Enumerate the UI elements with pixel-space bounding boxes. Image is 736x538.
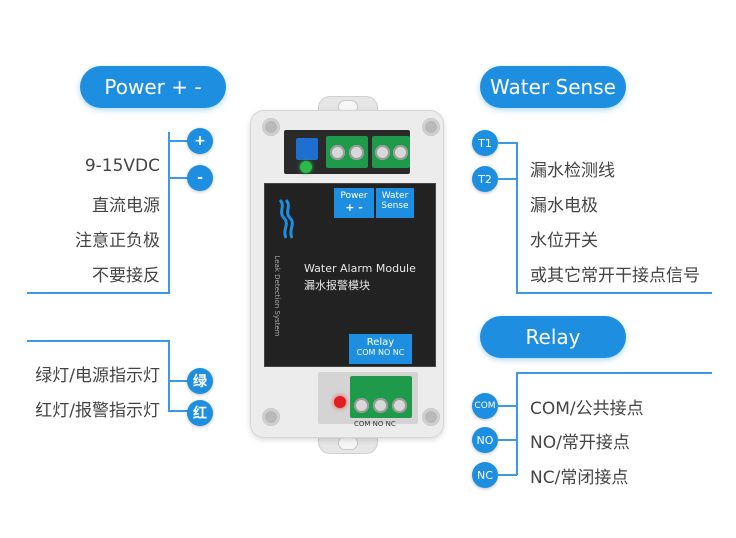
water-connector-t2 [497,178,517,180]
water-line-3: 水位开关 [530,231,598,251]
screw-top-right [422,118,440,136]
t2-badge: T2 [472,166,498,192]
no-badge: NO [472,427,498,453]
relay-com-text: COM/公共接点 [530,399,644,419]
power-connector-bottom [27,292,170,294]
minus-terminal-badge: - [187,165,213,191]
power-connector-minus [168,177,188,179]
vertical-system-text: Leak Detection System [273,255,281,337]
bottom-terminal-labels: COM NO NC [354,420,396,428]
plus-terminal-badge: + [187,128,213,154]
indicator-connector-vertical [168,340,170,410]
red-led-badge: 红 [187,400,213,426]
screw-bottom-left [262,408,280,426]
sense-terminal-screw-2 [393,145,408,160]
water-line-1: 漏水检测线 [530,161,615,181]
sense-terminal-screw-1 [375,145,390,160]
power-line-1: 9-15VDC [84,156,160,176]
water-sense-callout: Water Sense [480,66,626,108]
relay-terminal-screw-com [354,398,369,413]
red-led-text: 红灯/报警指示灯 [35,401,160,421]
indicator-connector-green [168,380,188,382]
device-bottom-hole [338,436,358,450]
t1-badge: T1 [472,130,498,156]
water-line-4: 或其它常开干接点信号 [530,266,700,286]
water-wave-icon [278,198,294,239]
power-terminal-screw-1 [330,145,345,160]
water-connector-t1 [497,142,517,144]
power-line-3: 注意正负极 [75,231,160,251]
water-sense-callout-label: Water Sense [490,75,616,99]
green-led [300,161,312,173]
indicator-connector-red [168,410,188,412]
water-connector-vertical [516,142,518,293]
power-connector-vertical [168,132,170,293]
relay-nc-text: NC/常闭接点 [530,468,629,488]
module-name-cn: 漏水报警模块 [304,279,370,292]
green-led-text: 绿灯/电源指示灯 [35,366,160,386]
power-line-4: 不要接反 [92,266,160,286]
relay-terminal-screw-no [373,398,388,413]
power-terminal-screw-2 [349,145,364,160]
power-line-2: 直流电源 [92,196,160,216]
com-badge: COM [472,393,498,419]
relay-connector-nc [497,474,517,476]
power-callout: Power + - [80,66,226,108]
nc-badge: NC [472,462,498,488]
power-connector-plus [168,140,188,142]
relay-connector-com [497,405,517,407]
red-led [334,396,346,408]
power-label-box: Power + - [334,188,374,218]
relay-connector-top [516,372,712,374]
water-line-2: 漏水电极 [530,196,598,216]
water-sense-label-box: Water Sense [376,188,414,218]
screw-top-left [262,118,280,136]
power-callout-label: Power + - [104,75,202,99]
relay-no-text: NO/常开接点 [530,433,630,453]
module-name-en: Water Alarm Module [304,262,416,275]
screw-bottom-right [422,408,440,426]
water-connector-bottom [516,292,712,294]
relay-callout: Relay [480,316,626,358]
relay-terminal-screw-nc [392,398,407,413]
dip-switch [296,138,318,160]
relay-connector-vertical [516,372,518,475]
relay-label-box: Relay COM NO NC [349,334,412,364]
green-led-badge: 绿 [187,368,213,394]
relay-connector-no [497,439,517,441]
indicator-connector-top [27,340,170,342]
relay-callout-label: Relay [525,325,581,349]
